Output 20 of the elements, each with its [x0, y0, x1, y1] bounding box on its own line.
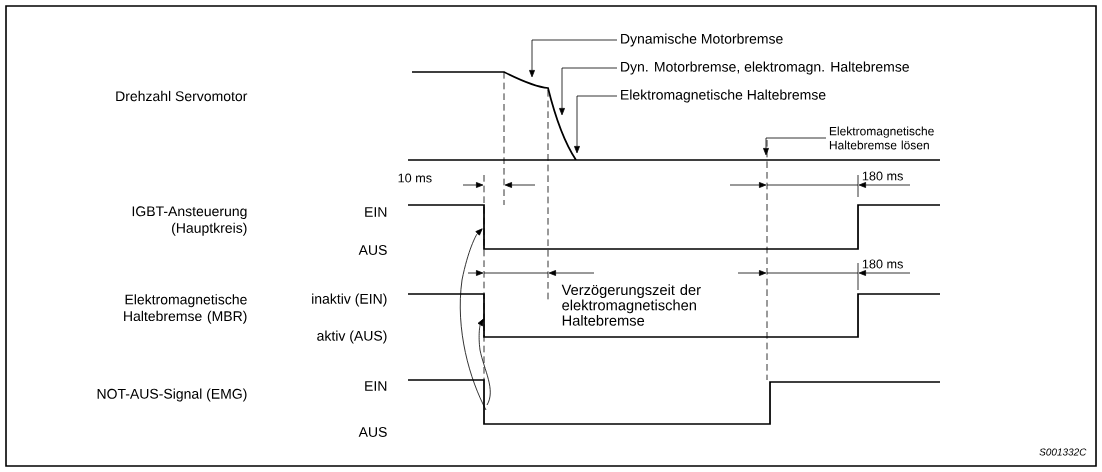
level-label: inaktiv (EIN) [312, 293, 387, 307]
signal-label: Elektromagnetische Haltebremse (MBR) [124, 294, 247, 324]
leader-line [559, 67, 618, 116]
code-label: S001332C [1039, 448, 1087, 456]
annotation-text: Dynamische Motorbremse [621, 33, 783, 47]
time-label: 10 ms [398, 173, 432, 183]
signal-label: IGBT-Ansteuerung (Hauptkreis) [132, 206, 247, 236]
level-label: aktiv (AUS) [317, 330, 387, 344]
time-label: 180 ms [862, 259, 903, 269]
time-label: Verzögerungszeit der elektromagnetischen Haltebremse [561, 284, 701, 326]
leader-line [529, 39, 618, 78]
annotation-text: Dyn. Motorbremse, elektromagn. Haltebremse [621, 61, 909, 75]
leader-line [763, 137, 827, 156]
level-label: AUS [358, 427, 387, 437]
level-label: AUS [358, 245, 387, 255]
leader-line [574, 95, 618, 154]
signal-label: Drehzahl Servomotor [116, 90, 248, 102]
level-label: EIN [365, 207, 387, 217]
level-label: EIN [365, 381, 387, 391]
signal-label: NOT-AUS-Signal (EMG) [97, 388, 247, 402]
